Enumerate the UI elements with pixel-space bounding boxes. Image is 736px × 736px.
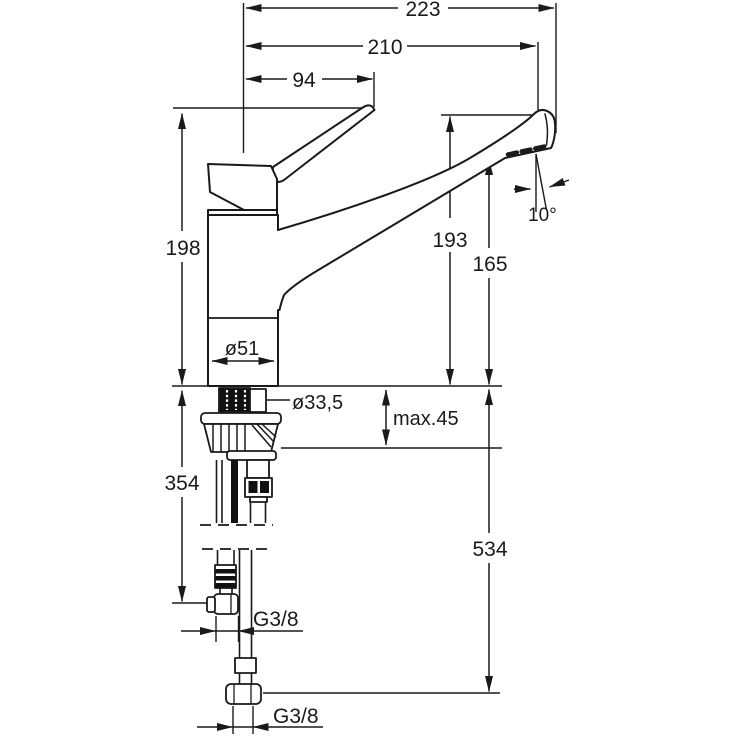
hose-nut bbox=[213, 593, 239, 615]
dim-spout-top-height: 193 bbox=[432, 229, 467, 252]
faucet-body bbox=[207, 104, 557, 387]
dim-body-diameter: ø51 bbox=[225, 338, 259, 360]
spout-tip-inner-line bbox=[544, 113, 549, 146]
pipe-union-nut bbox=[225, 683, 262, 705]
dim-spout-reach: 210 bbox=[367, 36, 402, 59]
dim-total-width: 223 bbox=[405, 0, 440, 21]
handle-lever bbox=[271, 104, 376, 183]
dim-pipe-length: 534 bbox=[472, 538, 507, 561]
dim-handle-length: 94 bbox=[292, 69, 316, 92]
valve-step bbox=[249, 496, 268, 503]
nut-base-plate bbox=[226, 450, 277, 461]
dim-shank-diameter: ø33,5 bbox=[292, 392, 343, 414]
hose-left-upper bbox=[215, 460, 223, 523]
dim-max-deck-thickness: max.45 bbox=[393, 408, 459, 430]
dimension-labels: 223 210 94 198 193 165 10° ø51 ø33,5 max… bbox=[164, 0, 556, 728]
outlet-angle-callout bbox=[514, 153, 570, 212]
dim-outlet-height: 165 bbox=[472, 253, 507, 276]
aerator-segments bbox=[505, 143, 552, 157]
hose-nut-flange bbox=[206, 596, 216, 613]
handle-base bbox=[207, 163, 278, 211]
valve-neck bbox=[246, 459, 270, 479]
dim-pipe-thread: G3/8 bbox=[273, 705, 319, 728]
spout-outline bbox=[277, 108, 557, 311]
dim-outlet-angle: 10° bbox=[528, 205, 557, 226]
dim-hose-length: 354 bbox=[164, 472, 199, 495]
dimension-lines bbox=[178, 3, 555, 731]
dim-hose-thread: G3/8 bbox=[253, 608, 299, 631]
dim-body-height: 198 bbox=[165, 237, 200, 260]
shank-spacer bbox=[249, 388, 267, 413]
pipe-lower bbox=[238, 550, 253, 658]
body-column bbox=[207, 214, 279, 387]
underdeck-hardware bbox=[200, 387, 282, 705]
hose-dark-upper bbox=[231, 460, 238, 523]
pipe-upper bbox=[249, 502, 267, 523]
pipe-sleeve bbox=[234, 657, 257, 674]
washer bbox=[200, 412, 282, 425]
